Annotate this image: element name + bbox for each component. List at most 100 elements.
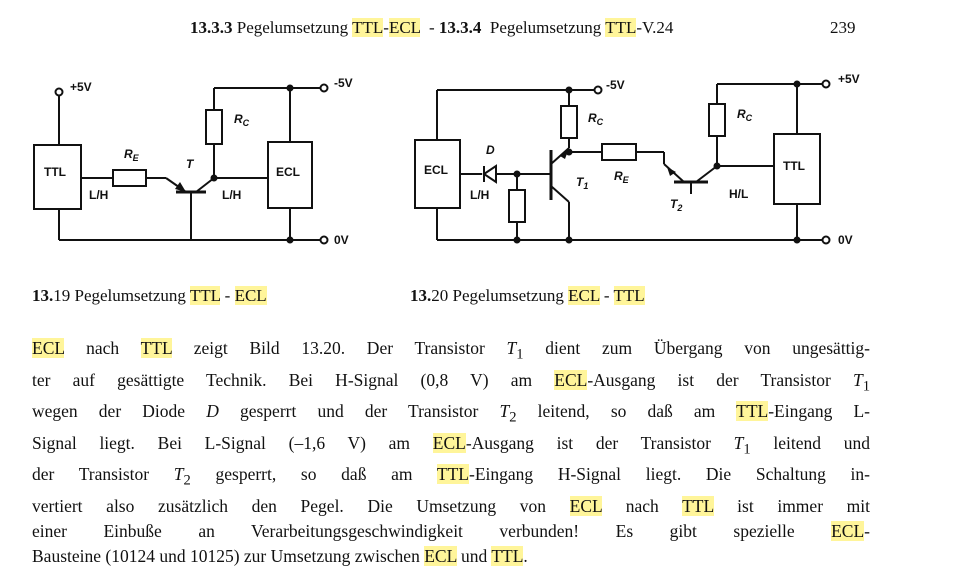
hl-ttl: TTL: [736, 401, 769, 421]
hl-ttl: TTL: [140, 338, 172, 358]
section-title-1-a: Pegelumsetzung: [236, 18, 349, 37]
hl-ecl: ECL: [831, 520, 865, 541]
text-span: dient zum Übergang von ungesättig-: [523, 338, 870, 358]
fig19-lh1-label: L/H: [89, 188, 108, 202]
body-paragraph: ECL nach TTL zeigt Bild 13.20. Der Trans…: [32, 336, 870, 569]
fig20-hl-label: H/L: [729, 187, 748, 201]
text-span: -: [864, 520, 870, 541]
caption-19-ttl: TTL: [189, 286, 221, 305]
page-header: 13.3.3 Pegelumsetzung TTL-ECL - 13.3.4 P…: [190, 18, 890, 38]
text-span: -Eingang L-: [768, 401, 871, 421]
body-line-4: Signal liegt. Bei L-Signal (–1,6 V) am E…: [32, 431, 870, 463]
section-title-2-a: Pegelumsetzung: [489, 18, 602, 37]
symbol-t: T: [499, 401, 510, 421]
fig19-transistor-label: T: [186, 157, 195, 171]
text-span: ter auf gesättigte Technik. Bei H-Signal…: [32, 369, 555, 390]
caption-20-number-a: 13.: [410, 286, 432, 305]
fig19-rc-label: RC: [234, 112, 250, 128]
fig20-rc2-resistor: [708, 103, 726, 137]
text-span: und: [456, 545, 492, 566]
caption-19-ecl: ECL: [234, 286, 267, 305]
section-title-1-ttl: TTL: [352, 18, 384, 37]
hl-ecl: ECL: [424, 545, 457, 566]
fig19-ecl-label: ECL: [276, 165, 300, 179]
caption-20-dash: -: [603, 286, 610, 305]
text-span: nach: [64, 338, 141, 358]
body-line-5: der Transistor T2 gesperrt, so daß am TT…: [32, 462, 870, 494]
fig20-t1-label: T1: [576, 175, 588, 191]
text-span: nach: [602, 495, 683, 516]
caption-19-dash: -: [224, 286, 231, 305]
body-line-1: ECL nach TTL zeigt Bild 13.20. Der Trans…: [32, 336, 870, 368]
caption-19-text-a: Pegelumsetzung: [74, 286, 186, 305]
caption-figure-13-20: 13.20 Pegelumsetzung ECL - TTL: [410, 286, 645, 306]
page-number: 239: [830, 18, 856, 37]
hl-ecl: ECL: [554, 369, 588, 390]
fig20-diode-label: D: [486, 143, 495, 157]
text-span: leitend und: [750, 432, 870, 453]
header-separator: -: [428, 18, 435, 37]
fig20-vplus-label: +5V: [838, 72, 860, 86]
symbol-t: T: [852, 369, 863, 390]
subscript: 2: [183, 472, 191, 489]
section-title-2-v24: -V.24: [636, 18, 674, 37]
text-span: gesperrt, so daß am: [190, 464, 437, 484]
fig20-ecl-label: ECL: [424, 163, 448, 177]
section-title-1-dash: -: [383, 18, 389, 37]
text-span: der Transistor: [32, 464, 174, 484]
hl-ecl: ECL: [32, 338, 65, 358]
figure-13-19: +5V TTL 0V L/H RE T L/H RC -: [33, 76, 353, 247]
fig19-rc-resistor: [205, 109, 223, 145]
caption-20-ttl: TTL: [613, 286, 645, 305]
fig20-re-label: RE: [614, 169, 630, 185]
subscript: 1: [862, 378, 870, 394]
text-span: leitend, so daß am: [516, 401, 737, 421]
caption-19-number-a: 13.: [32, 286, 54, 305]
fig19-zero-label: 0V: [334, 233, 349, 247]
fig19-vminus-label: -5V: [334, 76, 353, 90]
text-span: ist immer mit: [713, 495, 871, 516]
fig20-rc2-label: RC: [737, 107, 753, 123]
symbol-t: T: [173, 464, 184, 484]
subscript: 1: [743, 441, 751, 457]
fig20-rc1-label: RC: [588, 111, 604, 127]
figure-13-20: -5V ECL 0V L/H D T1 R: [414, 72, 860, 247]
body-line-2: ter auf gesättigte Technik. Bei H-Signal…: [32, 368, 870, 400]
text-span: wegen der Diode: [32, 401, 207, 421]
caption-19-number-b: 19: [53, 286, 71, 305]
body-line-6: vertiert also zusätzlich den Pegel. Die …: [32, 494, 870, 519]
fig20-bias-resistor: [508, 189, 526, 223]
subscript: 2: [509, 409, 517, 426]
fig20-rc1-resistor: [560, 105, 578, 139]
section-title-1-ecl: ECL: [388, 18, 421, 37]
circuit-figures: +5V TTL 0V L/H RE T L/H RC -: [33, 72, 860, 247]
hl-ttl: TTL: [491, 545, 524, 566]
text-span: -Ausgang ist der Transistor: [587, 369, 853, 390]
text-span: einer Einbuße an Verarbeitungsgeschwindi…: [32, 520, 832, 541]
fig19-re-resistor: [112, 169, 147, 187]
text-span: .: [523, 545, 528, 566]
fig20-vminus-label: -5V: [606, 78, 625, 92]
text-span: -Ausgang ist der Transistor: [465, 432, 734, 453]
fig20-lh-label: L/H: [470, 188, 489, 202]
text-span: vertiert also zusätzlich den Pegel. Die …: [32, 495, 570, 516]
hl-ecl: ECL: [569, 495, 603, 516]
text-span: gesperrt und der Transistor: [218, 401, 500, 421]
caption-figure-13-19: 13.19 Pegelumsetzung TTL - ECL: [32, 286, 267, 306]
symbol-d: D: [206, 401, 219, 421]
fig19-re-label: RE: [124, 147, 140, 163]
fig20-re-resistor: [601, 143, 637, 161]
caption-20-text-a: Pegelumsetzung: [452, 286, 564, 305]
body-line-3: wegen der Diode D gesperrt und der Trans…: [32, 399, 870, 431]
body-line-7: einer Einbuße an Verarbeitungsgeschwindi…: [32, 519, 870, 544]
body-line-8: Bausteine (10124 und 10125) zur Umsetzun…: [32, 544, 870, 569]
hl-ecl: ECL: [432, 432, 466, 453]
fig20-t2-label: T2: [670, 197, 682, 213]
text-span: -Eingang H-Signal liegt. Die Schaltung i…: [469, 464, 870, 484]
text-span: Signal liegt. Bei L-Signal (–1,6 V) am: [32, 432, 433, 453]
fig19-lh2-label: L/H: [222, 188, 241, 202]
fig19-vplus-label: +5V: [70, 80, 92, 94]
symbol-t: T: [733, 432, 744, 453]
fig20-zero-label: 0V: [838, 233, 853, 247]
text-span: Bausteine (10124 und 10125) zur Umsetzun…: [32, 545, 425, 566]
